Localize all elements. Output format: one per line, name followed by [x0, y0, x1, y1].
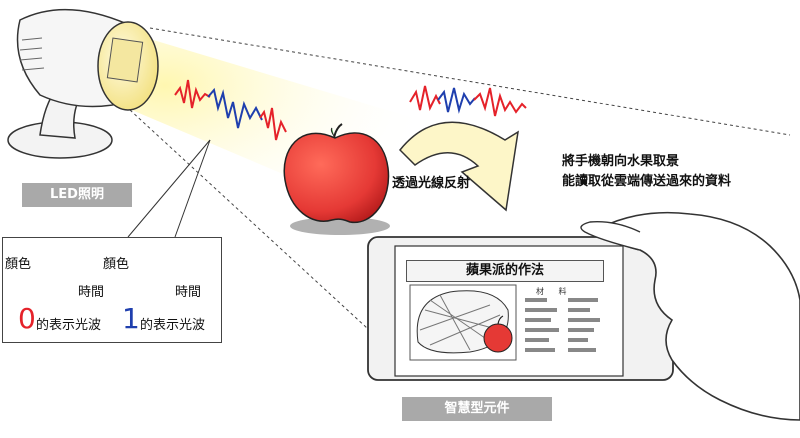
wave-red-3	[409, 85, 441, 111]
hand-finger	[580, 221, 641, 251]
hand-icon	[598, 211, 800, 421]
apple-icon	[283, 123, 390, 235]
led-label: LED照明	[22, 183, 132, 207]
beam-edge-top	[149, 27, 791, 136]
wave-red-2	[259, 107, 287, 141]
reflection-label: 透過光線反射	[392, 176, 471, 191]
curved-arrow-icon	[398, 121, 519, 212]
wave-red-4	[473, 87, 527, 117]
legend-color-label-one: 顏色	[103, 257, 130, 272]
phone-screen-title: 蘋果派的作法	[406, 260, 604, 282]
beam-edge-bottom	[129, 109, 381, 341]
device-label: 智慧型元件	[402, 397, 552, 421]
smartphone-icon	[367, 236, 674, 381]
legend-digit-one: 1	[122, 302, 140, 335]
phone-materials-label: 材 料	[536, 287, 573, 296]
legend-time-label-one: 時間	[175, 285, 202, 300]
led-lamp-icon	[7, 8, 159, 159]
legend-pointer-2	[174, 139, 211, 238]
instruction-line-2: 能讀取從雲端傳送過來的資料	[562, 174, 732, 189]
legend-digit-zero: 0	[18, 302, 36, 335]
legend-one-text: 的表示光波	[140, 318, 206, 333]
legend-box	[2, 237, 222, 343]
wave-blue-1	[207, 87, 263, 129]
legend-color-label-zero: 顏色	[5, 257, 32, 272]
legend-pointer-1	[127, 139, 211, 238]
legend-time-label-zero: 時間	[78, 285, 105, 300]
instruction-line-1: 將手機朝向水果取景	[562, 154, 680, 169]
legend-zero-text: 的表示光波	[36, 318, 102, 333]
wave-red-1	[174, 79, 211, 109]
wave-blue-2	[437, 87, 476, 114]
